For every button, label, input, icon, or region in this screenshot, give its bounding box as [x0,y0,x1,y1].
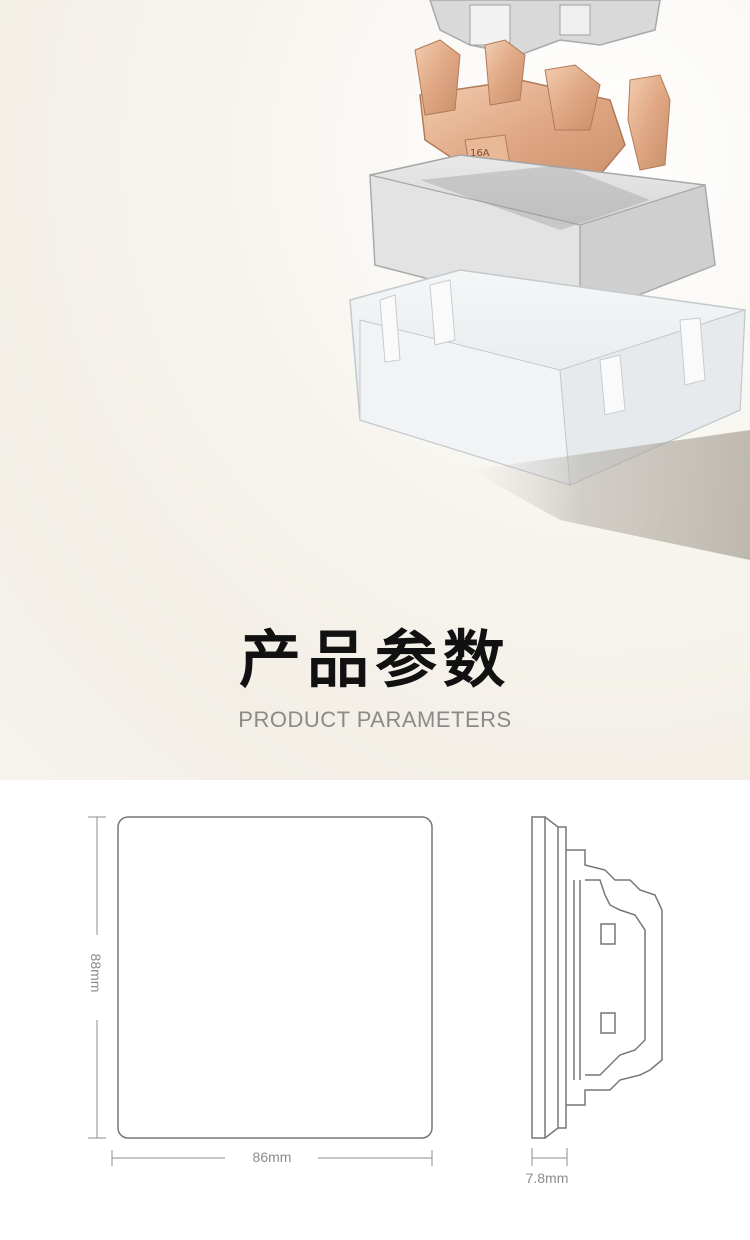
depth-dimension-line [531,1148,568,1166]
dimension-drawing [88,816,663,1166]
technical-drawings [0,780,750,1240]
height-dimension-line [88,816,106,1139]
height-label: 88mm [88,953,104,993]
clear-base [349,269,746,486]
top-mechanism [429,0,661,56]
side-view [531,816,663,1139]
exploded-switch-illustration: 16A [349,0,750,560]
svg-text:16A: 16A [470,148,490,159]
width-label: 86mm [252,1149,292,1165]
front-panel-outline [117,816,433,1139]
depth-label: 7.8mm [525,1170,569,1186]
width-dimension-line [111,1150,433,1166]
hero-section: 16A 产品参数 PRODUCT PARAMETERS [0,0,750,780]
page-title: 产品参数 [238,623,511,696]
shadow [470,430,750,560]
page-subtitle: PRODUCT PARAMETERS [238,707,512,732]
